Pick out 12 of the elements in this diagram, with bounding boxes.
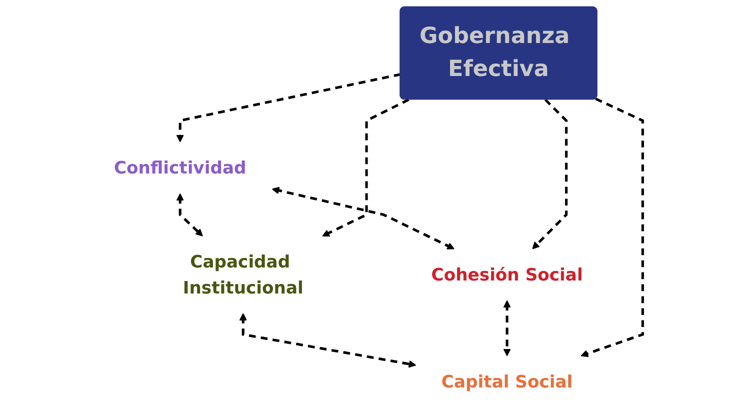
node-text: Cohesión Social xyxy=(431,264,583,285)
arrow xyxy=(176,193,203,236)
arrow xyxy=(239,313,416,368)
arrow xyxy=(176,73,401,142)
arrow xyxy=(503,300,511,356)
arrow xyxy=(580,98,644,358)
node-text: Capital Social xyxy=(441,371,573,392)
node-text: Capacidad Institucional xyxy=(182,251,304,298)
node-text: Conflictividad xyxy=(114,157,246,178)
arrow xyxy=(532,98,568,250)
arrow xyxy=(322,98,410,237)
arrow xyxy=(272,186,454,250)
